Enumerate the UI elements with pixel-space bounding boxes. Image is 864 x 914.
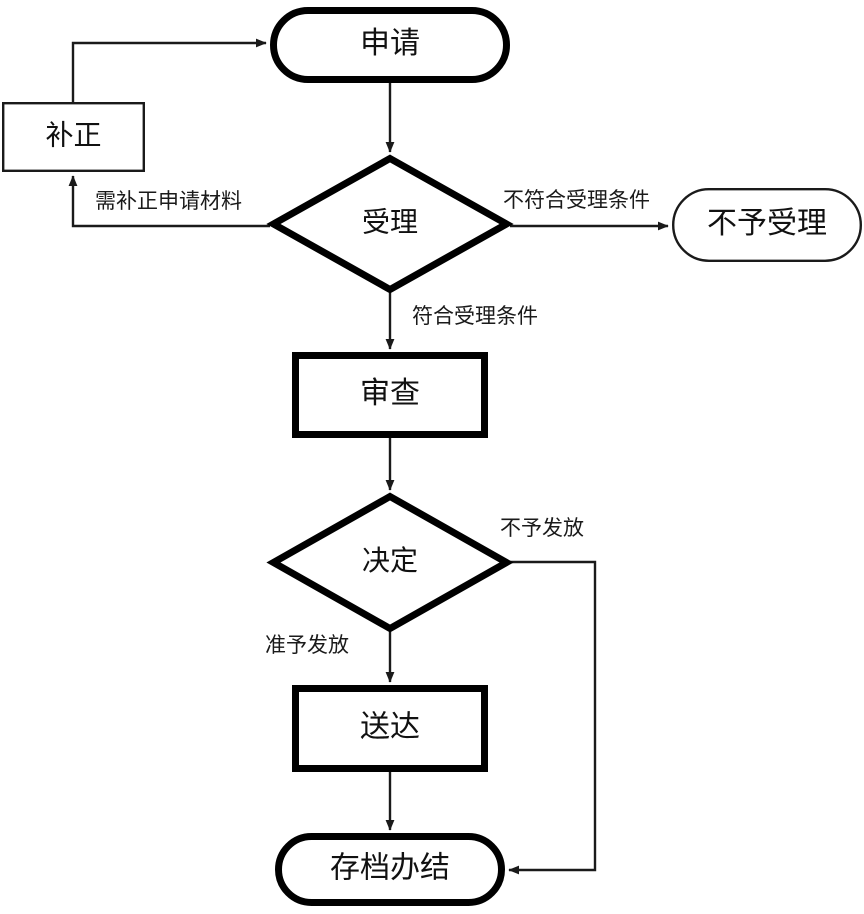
node-shape-diamond	[266, 492, 514, 633]
edge-label-accept-to-correct: 需补正申请材料	[95, 189, 242, 213]
node-label-review: 审查	[360, 377, 420, 410]
edge-label-decide-to-archive: 不予发放	[500, 516, 584, 540]
node-reject-accept[interactable]: 不予受理	[672, 187, 863, 262]
node-label-reject-accept: 不予受理	[707, 207, 827, 240]
edge-label-accept-to-review: 符合受理条件	[412, 304, 538, 328]
node-shape-stadium	[270, 7, 510, 83]
node-apply[interactable]: 申请	[270, 7, 510, 83]
node-shape-rect	[2, 101, 146, 172]
node-label-correct: 补正	[45, 119, 101, 151]
node-review[interactable]: 审查	[292, 352, 488, 438]
edge-accept-to-correct	[68, 175, 270, 228]
node-shape-stadium	[275, 833, 505, 906]
node-shape-diamond	[266, 154, 514, 294]
node-label-decide: 决定	[362, 545, 418, 577]
node-shape-rect	[292, 685, 488, 772]
node-decide[interactable]: 决定	[266, 492, 514, 633]
node-shape-rect	[292, 352, 488, 438]
edge-label-accept-to-reject-accept: 不符合受理条件	[503, 188, 650, 212]
node-accept[interactable]: 受理	[266, 154, 514, 294]
node-archive[interactable]: 存档办结	[275, 833, 505, 906]
node-label-deliver: 送达	[360, 710, 420, 743]
node-label-accept: 受理	[362, 206, 418, 238]
edges-layer	[68, 38, 669, 875]
node-shape-stadium	[672, 187, 863, 262]
node-label-apply: 申请	[360, 27, 420, 60]
node-label-archive: 存档办结	[330, 851, 450, 884]
edge-label-decide-to-deliver: 准予发放	[265, 633, 349, 657]
node-deliver[interactable]: 送达	[292, 685, 488, 772]
edge-correct-to-apply	[71, 38, 267, 102]
edge-decide-to-archive	[508, 560, 597, 875]
node-correct[interactable]: 补正	[2, 101, 146, 172]
